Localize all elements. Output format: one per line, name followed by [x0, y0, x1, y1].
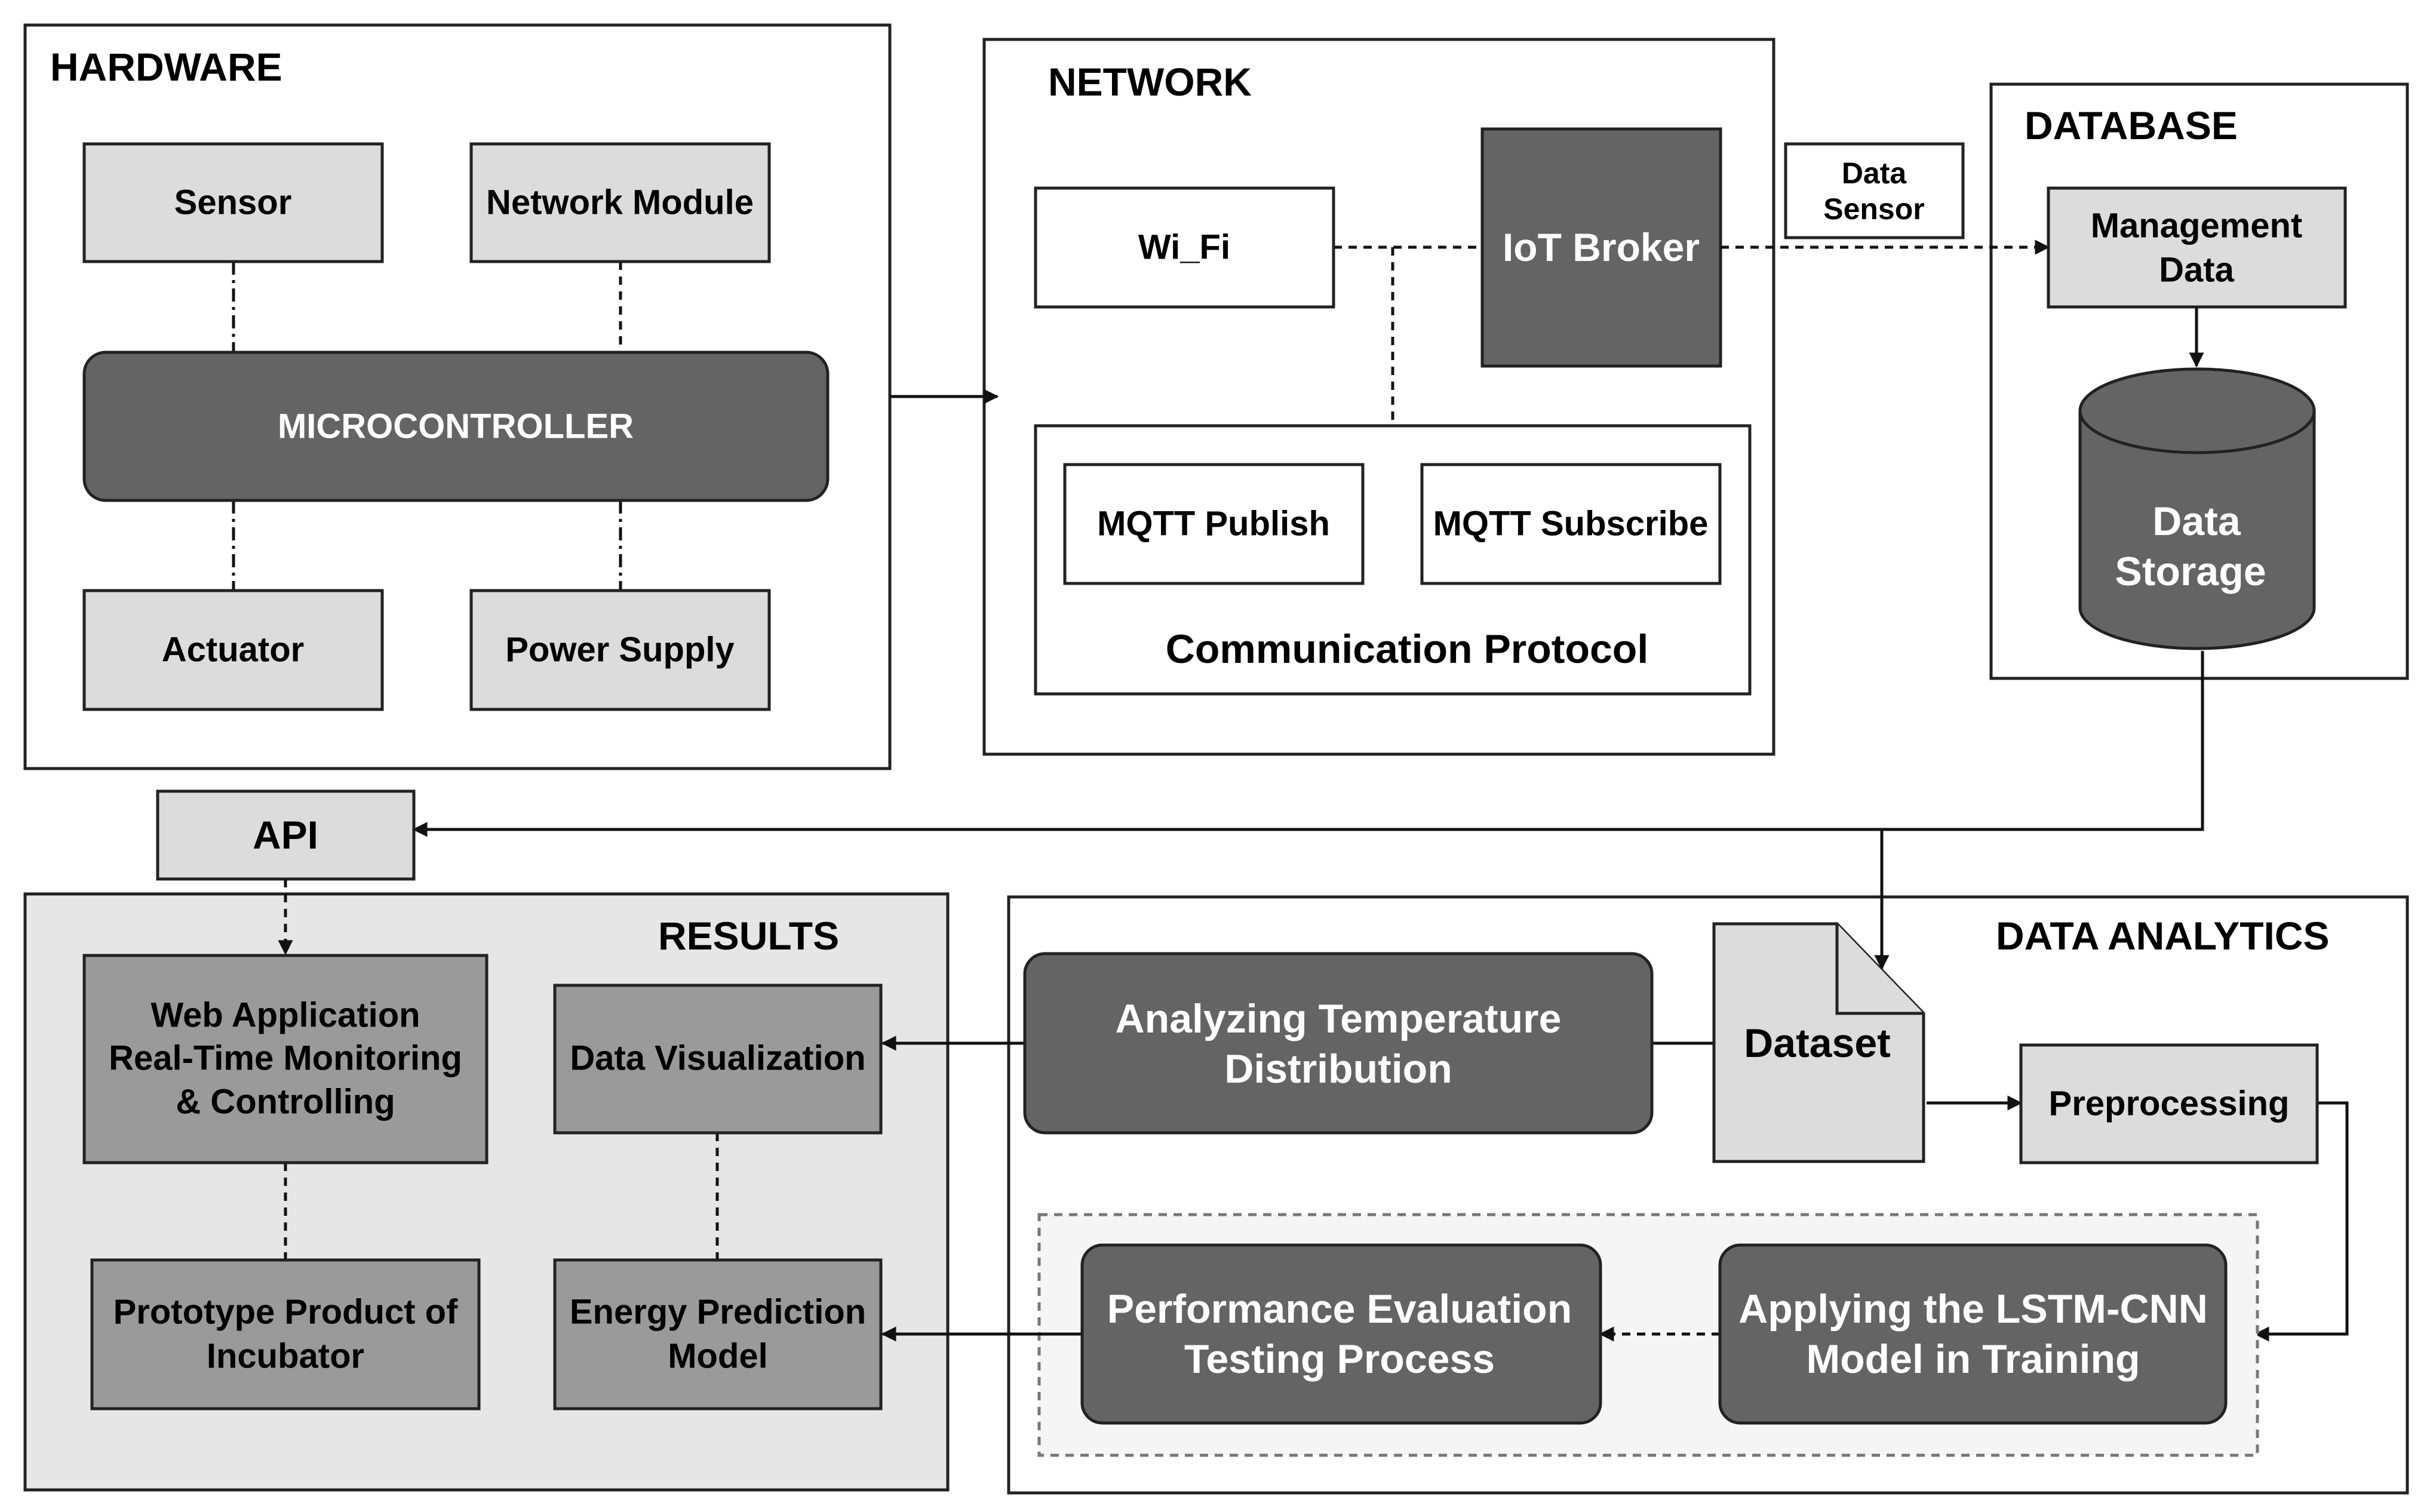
prototype-line2: Incubator [207, 1337, 364, 1376]
mqtt-publish-box [1063, 463, 1365, 585]
lstm-cnn-box [1718, 1243, 2228, 1425]
web-application-box [82, 954, 489, 1164]
mqtt-publish-label: MQTT Publish [1097, 505, 1330, 543]
preprocessing-to-lstm-arrow [2254, 1101, 2349, 1342]
prototype-box [90, 1258, 481, 1410]
microcontroller-box [82, 351, 830, 502]
actuator-label: Actuator [162, 631, 304, 669]
lstm-cnn-line2: Model in Training [1806, 1336, 2140, 1382]
lstm-cnn-line1: Applying the LSTM-CNN [1738, 1286, 2208, 1332]
api-label: API [253, 813, 318, 857]
data-sensor-box [1784, 142, 1965, 239]
sensor-label: Sensor [174, 183, 292, 222]
analyzing-temperature-line2: Distribution [1224, 1046, 1452, 1092]
sensor-box [82, 142, 384, 263]
analyzing-temperature-line1: Analyzing Temperature [1116, 996, 1562, 1041]
network-module-label: Network Module [486, 183, 754, 222]
prototype-line1: Prototype Product of [113, 1293, 458, 1332]
management-data-line2: Data [2159, 251, 2234, 290]
management-data-line1: Management [2091, 207, 2303, 245]
data-visualization-label: Data Visualization [570, 1039, 865, 1078]
data-storage-line2: Storage [2115, 549, 2266, 594]
mqtt-subscribe-box [1420, 463, 1722, 585]
preprocessing-box [2019, 1043, 2319, 1164]
dataset-document [1712, 922, 1925, 1163]
data-storage-line1: Data [2152, 499, 2241, 544]
preprocessing-label: Preprocessing [2049, 1084, 2290, 1123]
results-title: RESULTS [658, 914, 839, 958]
microcontroller-label: MICROCONTROLLER [278, 407, 634, 446]
performance-evaluation-line1: Performance Evaluation [1107, 1286, 1572, 1332]
web-application-line1: Web Application [150, 996, 420, 1035]
power-supply-label: Power Supply [505, 631, 735, 669]
management-data-box [2047, 186, 2347, 309]
dataset-label: Dataset [1744, 1021, 1891, 1066]
wifi-label: Wi_Fi [1138, 228, 1230, 267]
energy-prediction-line1: Energy Prediction [570, 1293, 866, 1332]
web-application-line2: Real-Time Monitoring [109, 1039, 462, 1078]
hardware-title: HARDWARE [50, 45, 282, 89]
web-application-line3: & Controlling [176, 1083, 395, 1121]
database-title: DATABASE [2025, 103, 2238, 147]
energy-prediction-box [553, 1258, 883, 1410]
data-storage-cylinder [2078, 367, 2316, 650]
analyzing-temperature-box [1023, 952, 1654, 1135]
network-module-box [469, 142, 771, 263]
iot-broker-label: IoT Broker [1503, 225, 1700, 269]
data-sensor-line2: Sensor [1823, 192, 1925, 226]
mqtt-subscribe-label: MQTT Subscribe [1433, 505, 1709, 543]
performance-evaluation-box [1080, 1243, 1602, 1425]
communication-protocol-label: Communication Protocol [1166, 626, 1648, 672]
data-analytics-title: DATA ANALYTICS [1996, 914, 2330, 958]
network-title: NETWORK [1048, 60, 1252, 104]
performance-evaluation-line2: Testing Process [1184, 1336, 1495, 1382]
data-visualization-box [553, 984, 883, 1135]
data-sensor-line1: Data [1842, 156, 1907, 190]
actuator-box [82, 589, 384, 711]
energy-prediction-line2: Model [668, 1337, 768, 1376]
wifi-box [1034, 186, 1335, 309]
storage-to-api-arrow [412, 651, 2204, 837]
iot-broker-box [1480, 127, 1722, 368]
power-supply-box [469, 589, 771, 711]
